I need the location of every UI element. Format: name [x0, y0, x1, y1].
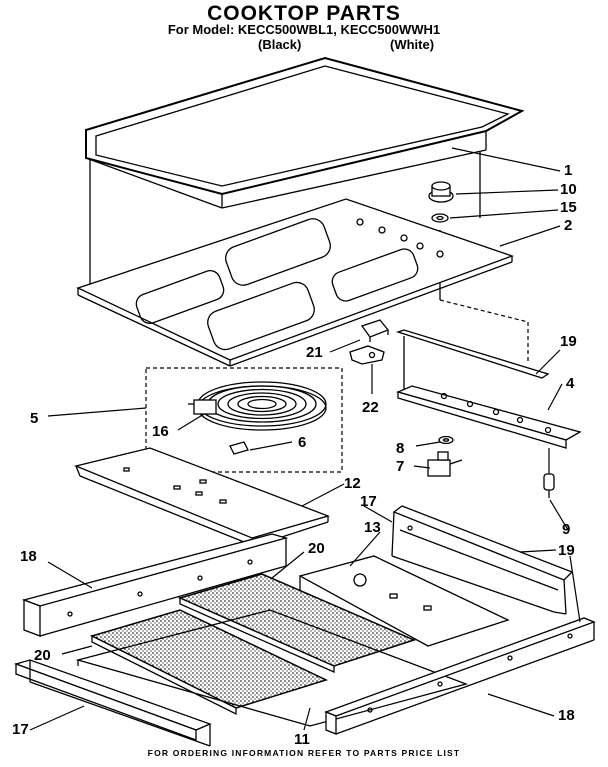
- callout-22: 22: [362, 399, 379, 416]
- part-6-element-clip: [229, 441, 249, 455]
- callout-15: 15: [560, 199, 577, 216]
- part-1-cooktop-frame: [85, 56, 525, 209]
- part-16-radiant-element: [188, 381, 327, 431]
- callout-1: 1: [564, 162, 573, 179]
- variant-white-label: (White): [390, 37, 435, 52]
- variant-black-label: (Black): [258, 37, 302, 52]
- ordering-footnote: FOR ORDERING INFORMATION REFER TO PARTS …: [147, 748, 461, 758]
- callout-20-left: 20: [34, 647, 51, 664]
- callout-19-top: 19: [560, 333, 577, 350]
- callout-6: 6: [298, 434, 307, 451]
- callout-12: 12: [344, 475, 361, 492]
- callout-4: 4: [566, 375, 575, 392]
- part-17-channel-front: [13, 659, 212, 747]
- callout-7: 7: [396, 458, 405, 475]
- callout-19-bottom: 19: [558, 542, 575, 559]
- callout-5: 5: [30, 410, 39, 427]
- part-18-side-rail-left: [21, 533, 289, 637]
- callout-21: 21: [306, 344, 323, 361]
- part-2-glass-top: [76, 198, 514, 367]
- part-4-control-bracket: [396, 336, 582, 449]
- part-15-washer: [431, 213, 449, 223]
- part-9-indicator-light: [543, 448, 555, 498]
- part-8-washer: [438, 435, 454, 445]
- callout-18-right: 18: [558, 707, 575, 724]
- callout-17-upper: 17: [360, 493, 377, 510]
- part-10-knob: [428, 181, 454, 203]
- part-19-rail-upper: [395, 329, 550, 379]
- callout-11: 11: [294, 731, 310, 748]
- leader-lines: [29, 147, 581, 731]
- part-22-clip: [349, 345, 385, 365]
- part-12-element-plate: [73, 447, 331, 547]
- callout-9: 9: [562, 521, 571, 538]
- callout-20-right: 20: [308, 540, 325, 557]
- part-7-infinite-switch: [427, 451, 463, 477]
- part-17-channel-rear: [391, 505, 574, 615]
- callout-18-left: 18: [20, 548, 37, 565]
- part-21-bracket: [360, 319, 390, 342]
- model-line: For Model: KECC500WBL1, KECC500WWH1: [167, 22, 441, 37]
- callout-8: 8: [396, 440, 405, 457]
- part-5-element-assembly-box: [145, 367, 343, 473]
- callout-2: 2: [564, 217, 573, 234]
- callout-13: 13: [364, 519, 381, 536]
- callout-17-front: 17: [12, 721, 29, 738]
- part-13-base-pan: [298, 555, 510, 647]
- callout-10: 10: [560, 181, 577, 198]
- part-11-bottom-base: [75, 609, 469, 727]
- diagram-title: COOKTOP PARTS: [207, 2, 401, 25]
- callout-16: 16: [152, 423, 169, 440]
- part-18-side-rail-right: [324, 617, 596, 735]
